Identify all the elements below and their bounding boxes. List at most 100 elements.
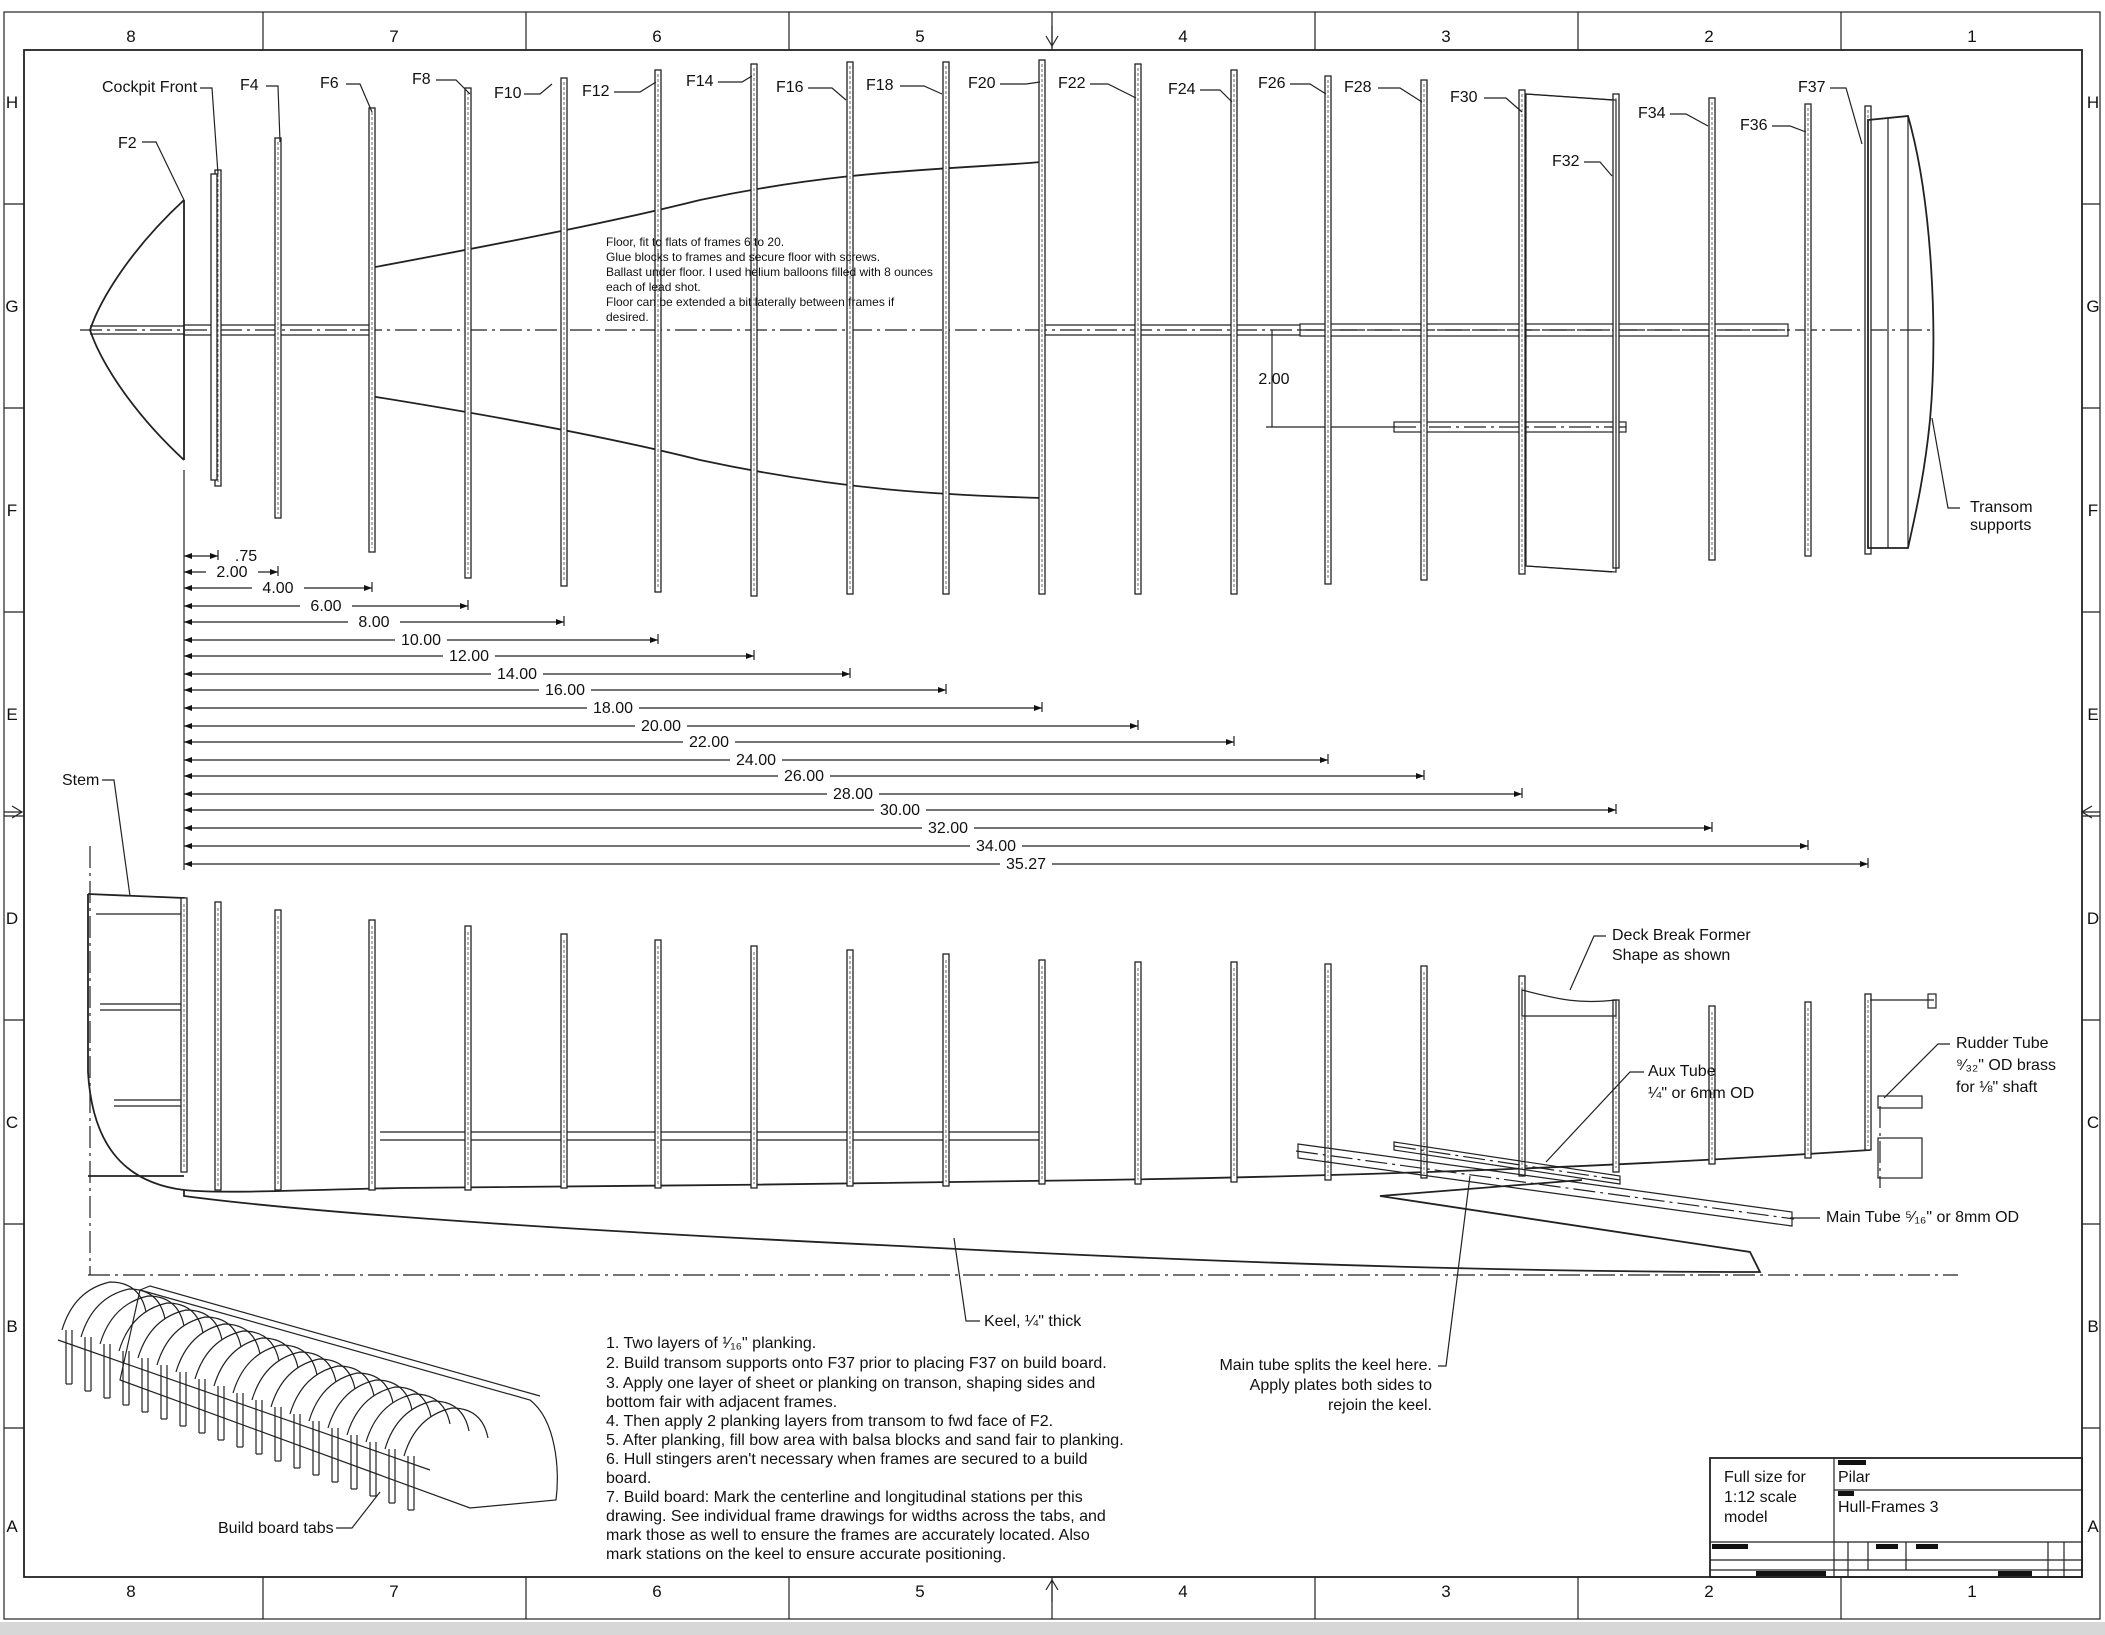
row-label: B <box>2087 1317 2098 1336</box>
iso-frame <box>118 1302 204 1352</box>
station-dimension: 6.00 <box>310 598 341 615</box>
dim-arrow <box>1416 773 1424 779</box>
dim-arrow <box>1034 705 1042 711</box>
station-dimension: 34.00 <box>976 838 1016 855</box>
row-label: B <box>6 1317 17 1336</box>
dim-arrow <box>210 553 218 559</box>
dim-label-bg <box>683 732 735 745</box>
dim-arrow <box>184 585 192 591</box>
col-label: 3 <box>1441 1582 1450 1601</box>
station-dimension: 4.00 <box>262 580 293 597</box>
iso-frame <box>175 1323 261 1373</box>
station-dimension: 8.00 <box>358 614 389 631</box>
main-tube-note: Apply plates both sides to <box>1250 1377 1432 1394</box>
cockpit-front-post <box>210 173 218 481</box>
dim-label-bg <box>220 546 272 559</box>
dim-label-bg <box>827 784 879 797</box>
row-label: H <box>6 93 18 112</box>
profile-frame <box>1518 975 1526 1177</box>
station-dimension: 18.00 <box>593 700 633 717</box>
floor-note: Floor, fit to flats of frames 6 to 20. G… <box>606 235 933 324</box>
note-line: 5. After planking, fill bow area with ba… <box>606 1432 1124 1449</box>
rudder-tube-label: ⁹⁄₃₂" OD brass <box>1956 1057 2056 1074</box>
aux-tube <box>1393 1141 1621 1185</box>
centering-marks <box>4 26 2100 1602</box>
scale-note: 1:12 scale <box>1724 1489 1797 1506</box>
iso-frame <box>232 1344 318 1394</box>
iso-frame <box>327 1379 413 1429</box>
dim-arrow <box>842 671 850 677</box>
rudder-tube <box>1870 993 1937 1188</box>
scale-note: Full size for <box>1724 1469 1806 1486</box>
deck-break-former <box>1521 989 1617 1017</box>
label-leaders <box>142 75 1960 509</box>
row-labels-right: H G F E D C B A <box>2086 93 2099 1536</box>
transom-outline <box>1867 115 1935 549</box>
col-label: 5 <box>915 27 924 46</box>
dim-label-bg <box>874 800 926 813</box>
rudder-tube-label: Rudder Tube <box>1956 1035 2049 1052</box>
dim-arrow <box>184 843 192 849</box>
frame-label-cockpit-front: Cockpit Front <box>102 79 198 96</box>
frame-label-f16: F16 <box>776 79 804 96</box>
col-label: 7 <box>389 1582 398 1601</box>
dim-arrow <box>184 739 192 745</box>
dim-arrow <box>1130 723 1138 729</box>
note-line: mark stations on the keel to ensure accu… <box>606 1546 1006 1563</box>
row-label: H <box>2087 93 2099 112</box>
dim-arrow <box>1226 739 1234 745</box>
dim-label-bg <box>922 818 974 831</box>
frame-label-f37: F37 <box>1798 79 1826 96</box>
deck-break-label: Shape as shown <box>1612 947 1730 964</box>
row-label: C <box>6 1113 18 1132</box>
rudder-tube-label: for ⅛" shaft <box>1956 1079 2038 1096</box>
dim-label-bg <box>730 750 782 763</box>
dim-arrow <box>746 653 754 659</box>
frame-label-f2: F2 <box>118 135 137 152</box>
iso-frame <box>346 1386 432 1436</box>
station-dimension: 35.27 <box>1006 856 1046 873</box>
dim-label-bg <box>970 836 1022 849</box>
col-label: 8 <box>126 27 135 46</box>
iso-frame <box>194 1330 280 1380</box>
frame-label-f22: F22 <box>1058 75 1086 92</box>
row-label: G <box>5 297 18 316</box>
dim-arrow <box>184 603 192 609</box>
transom-label: supports <box>1970 517 2031 534</box>
dim-label-bg <box>443 646 495 659</box>
note-line: 7. Build board: Mark the centerline and … <box>606 1489 1083 1506</box>
note-line: 1. Two layers of ¹⁄₁₆" planking. <box>606 1335 816 1352</box>
aux-tube-label: Aux Tube <box>1648 1063 1716 1080</box>
row-label: D <box>6 909 18 928</box>
build-board-label: Build board tabs <box>218 1520 334 1537</box>
dim-label-bg <box>348 612 400 625</box>
station-dimension: 28.00 <box>833 786 873 803</box>
iso-frame <box>251 1351 337 1401</box>
project-name: Pilar <box>1838 1469 1871 1486</box>
dim-arrow <box>184 687 192 693</box>
dim-arrow <box>184 553 192 559</box>
station-dimension: 16.00 <box>545 682 585 699</box>
dim-label-bg <box>778 766 830 779</box>
dim-label-bg <box>587 698 639 711</box>
dim-label-bg <box>1000 854 1052 867</box>
col-label: 4 <box>1178 27 1187 46</box>
dim-arrow <box>184 653 192 659</box>
transom-label: Transom <box>1970 499 2033 516</box>
build-board-sketch <box>57 1281 558 1511</box>
col-label: 6 <box>652 27 661 46</box>
main-tube-note: Main tube splits the keel here. <box>1219 1357 1432 1374</box>
row-label: C <box>2087 1113 2099 1132</box>
note-line: mark those as well to ensure the frames … <box>606 1527 1090 1544</box>
station-dimension: 22.00 <box>689 734 729 751</box>
iso-frame <box>384 1400 470 1450</box>
profile-view: Stem Deck Break Former Shape as shown Au… <box>62 772 2056 1414</box>
iso-frame <box>213 1337 299 1387</box>
station-dimension: .75 <box>235 548 257 565</box>
frame-label-f20: F20 <box>968 75 996 92</box>
col-label: 3 <box>1441 27 1450 46</box>
note-line: 6. Hull stingers aren't necessary when f… <box>606 1451 1088 1468</box>
keel-label: Keel, ¼" thick <box>984 1313 1082 1330</box>
frame-label-f26: F26 <box>1258 75 1286 92</box>
iso-frame <box>270 1358 356 1408</box>
